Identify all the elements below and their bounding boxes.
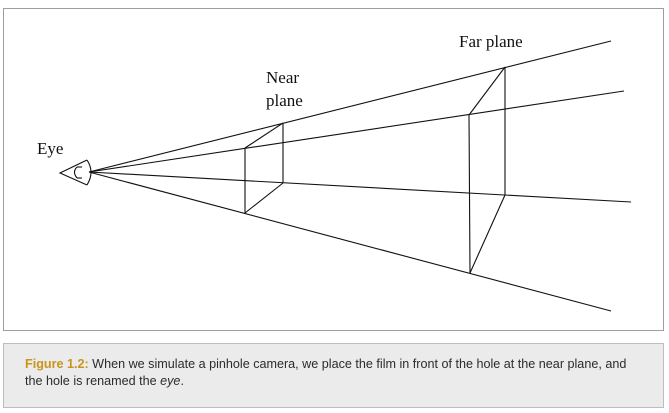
ray-top-right: [88, 90, 625, 173]
ray-top-left: [88, 40, 612, 173]
figure-panel: Eye Near plane Far plane: [3, 8, 664, 331]
far-plane-label: Far plane: [459, 32, 523, 51]
caption-emphasis: eye: [160, 374, 181, 388]
near-plane-label-line1: Near: [266, 68, 299, 87]
near-plane-label-line2: plane: [266, 91, 303, 110]
ray-bottom-left: [88, 171, 612, 312]
caption-text: When we simulate a pinhole camera, we pl…: [25, 357, 627, 388]
eye-icon: [58, 159, 92, 186]
eye-label: Eye: [37, 139, 63, 158]
far-plane-rectangle: [468, 66, 506, 274]
near-plane-rectangle: [244, 122, 284, 214]
frustum-diagram: Eye Near plane Far plane: [37, 32, 632, 312]
figure-caption: Figure 1.2: When we simulate a pinhole c…: [3, 343, 664, 408]
caption-figure-number: Figure 1.2:: [25, 357, 89, 371]
caption-end: .: [180, 374, 184, 388]
ray-bottom-right: [88, 171, 632, 203]
